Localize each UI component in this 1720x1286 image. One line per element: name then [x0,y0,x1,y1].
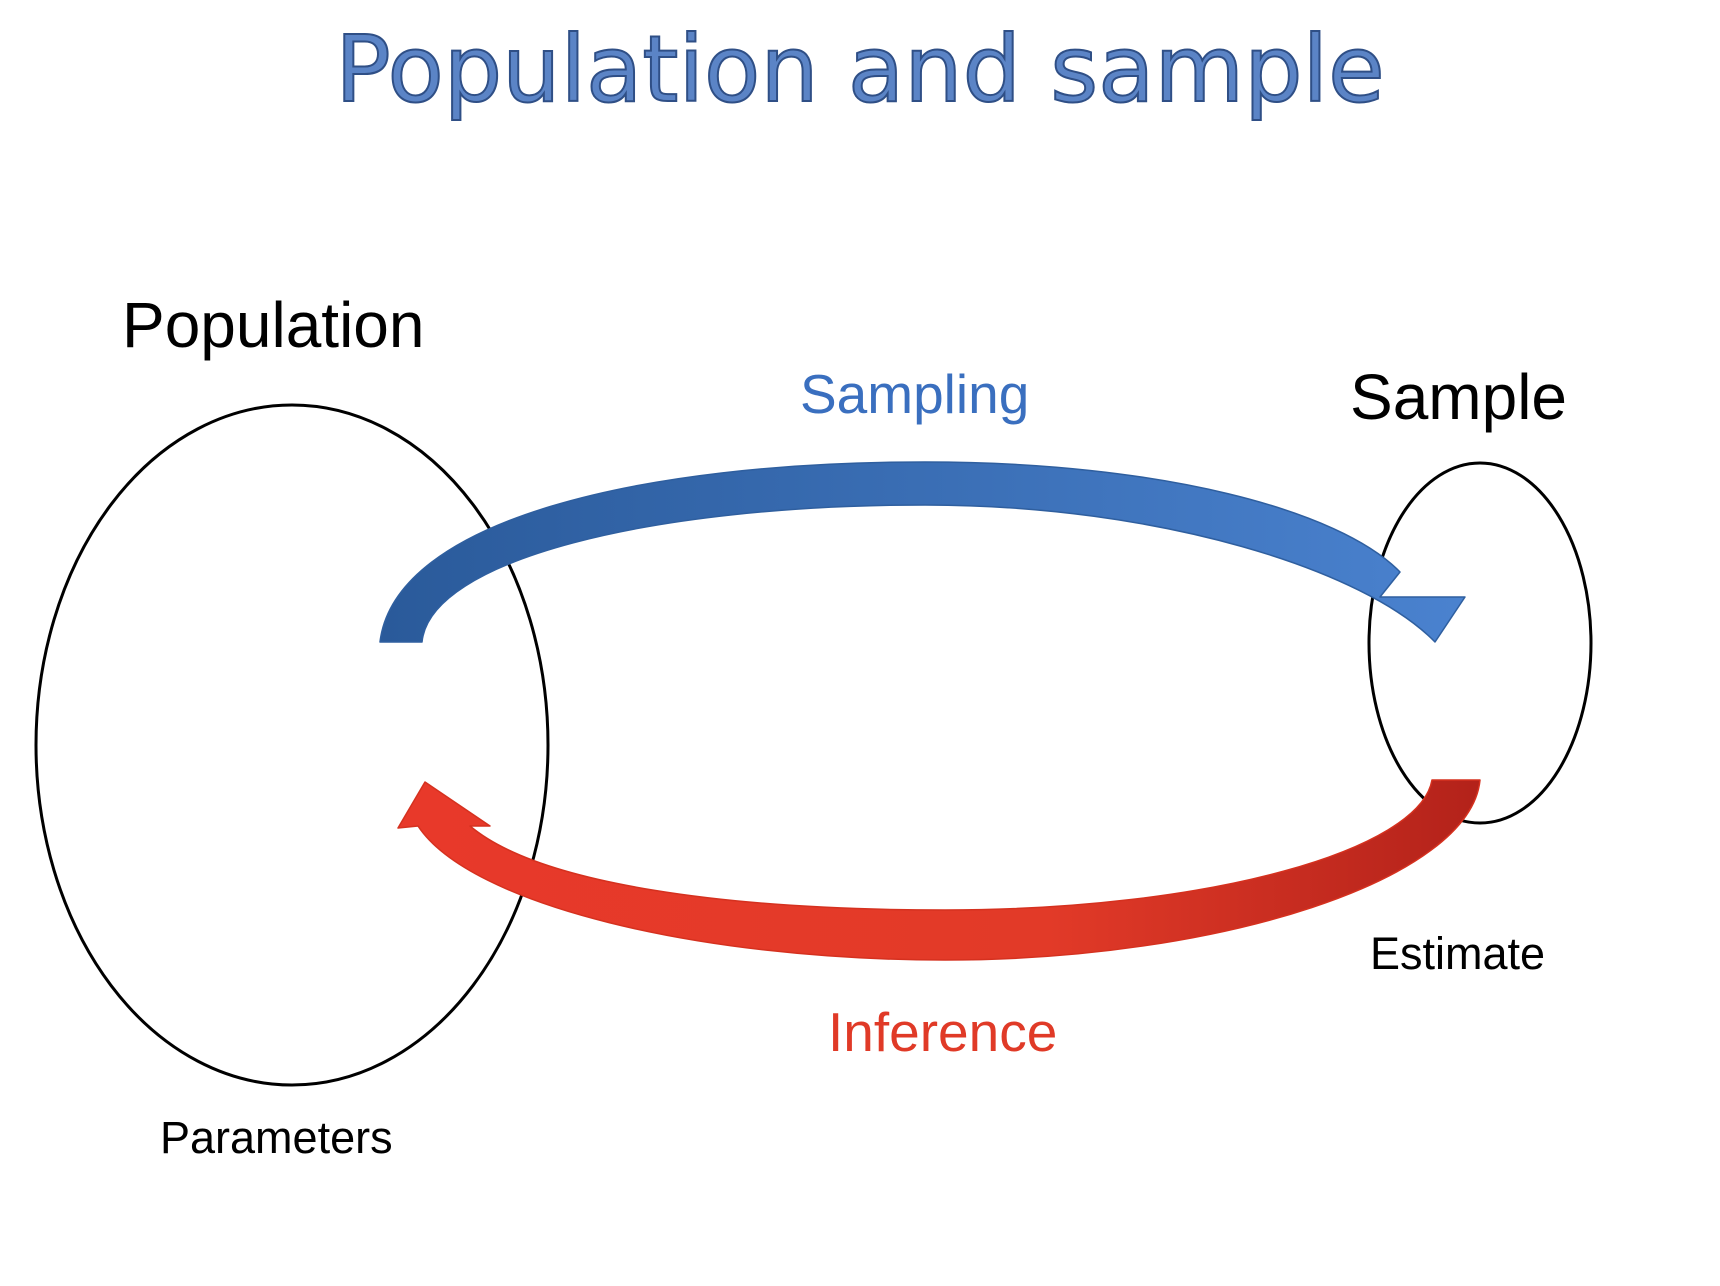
estimate-label: Estimate [1370,928,1546,979]
inference-label: Inference [828,1001,1058,1063]
sample-ellipse [1367,461,1593,825]
sample-label: Sample [1350,361,1567,433]
population-label: Population [122,289,425,361]
population-ellipse [34,403,550,1087]
sampling-arrow [379,461,1466,643]
parameters-label: Parameters [160,1112,393,1163]
sampling-label: Sampling [800,363,1030,425]
slide-title: Population and sample [334,15,1385,124]
inference-arrow [397,779,1481,961]
